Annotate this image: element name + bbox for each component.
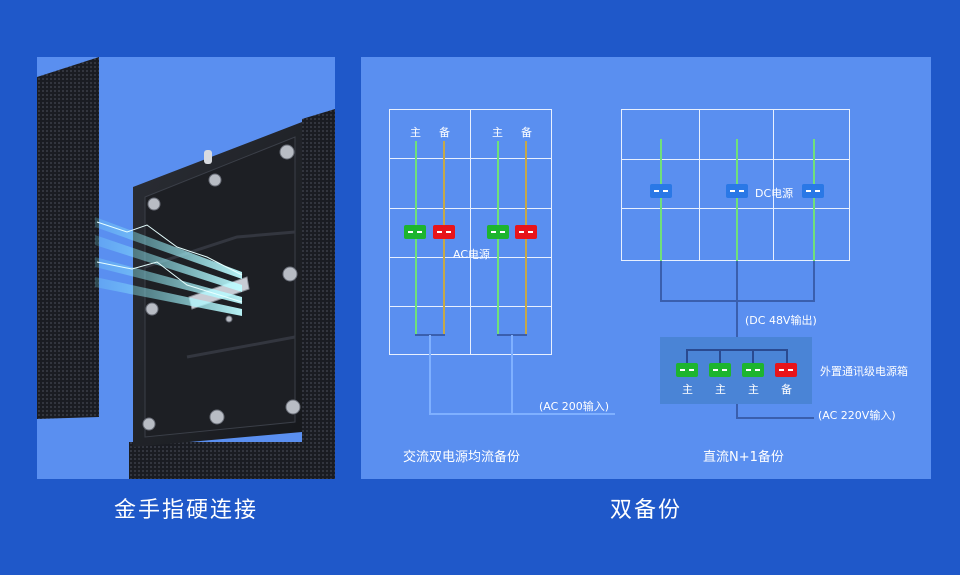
ac-main-connector-1	[404, 225, 426, 239]
ac-col2-backup-label: 备	[521, 126, 532, 139]
psu-slot4-label: 备	[781, 383, 792, 396]
dc-connector-3	[802, 184, 824, 198]
power-diagram-panel: 主 备 主 备 AC电源 (AC 200输入) 交流双电源均流备份 DC电源 (…	[361, 57, 931, 479]
led-module-left	[37, 57, 99, 419]
dc-diagram-title: 直流N+1备份	[703, 450, 784, 465]
psu-backup-connector	[775, 363, 797, 377]
led-module-bottom	[129, 442, 335, 479]
psu-slot1-label: 主	[682, 383, 693, 396]
ac-col2-main-label: 主	[492, 126, 503, 139]
ac-col1-backup-label: 备	[439, 126, 450, 139]
psu-slot3-label: 主	[748, 383, 759, 396]
psu-box-label: 外置通讯级电源箱	[820, 365, 908, 378]
ac-power-label: AC电源	[453, 248, 491, 261]
dc-connector-1	[650, 184, 672, 198]
cabinet-screws	[142, 144, 301, 431]
dc-connector-2	[726, 184, 748, 198]
ac-backup-connector-2	[515, 225, 537, 239]
psu-main-connector-3	[742, 363, 764, 377]
left-caption: 金手指硬连接	[113, 498, 258, 523]
dc-cabinet-grid	[621, 109, 850, 261]
psu-main-connector-1	[676, 363, 698, 377]
led-module-right	[302, 109, 335, 479]
psu-slot2-label: 主	[715, 383, 726, 396]
ac-input-label: (AC 200输入)	[539, 400, 610, 413]
cabinet-illustration-panel	[37, 57, 335, 479]
ac-col1-main-label: 主	[410, 126, 421, 139]
ac-main-connector-2	[487, 225, 509, 239]
dc-power-label: DC电源	[755, 187, 794, 200]
psu-main-connector-2	[709, 363, 731, 377]
connection-light-beams	[95, 217, 243, 316]
ac-diagram-title: 交流双电源均流备份	[403, 450, 521, 465]
dc-input-label: (AC 220V输入)	[818, 409, 896, 422]
led-cabinet-illustration	[37, 57, 335, 479]
dc-output-label: (DC 48V输出)	[745, 314, 817, 327]
ac-backup-connector-1	[433, 225, 455, 239]
right-caption: 双备份	[609, 498, 682, 523]
